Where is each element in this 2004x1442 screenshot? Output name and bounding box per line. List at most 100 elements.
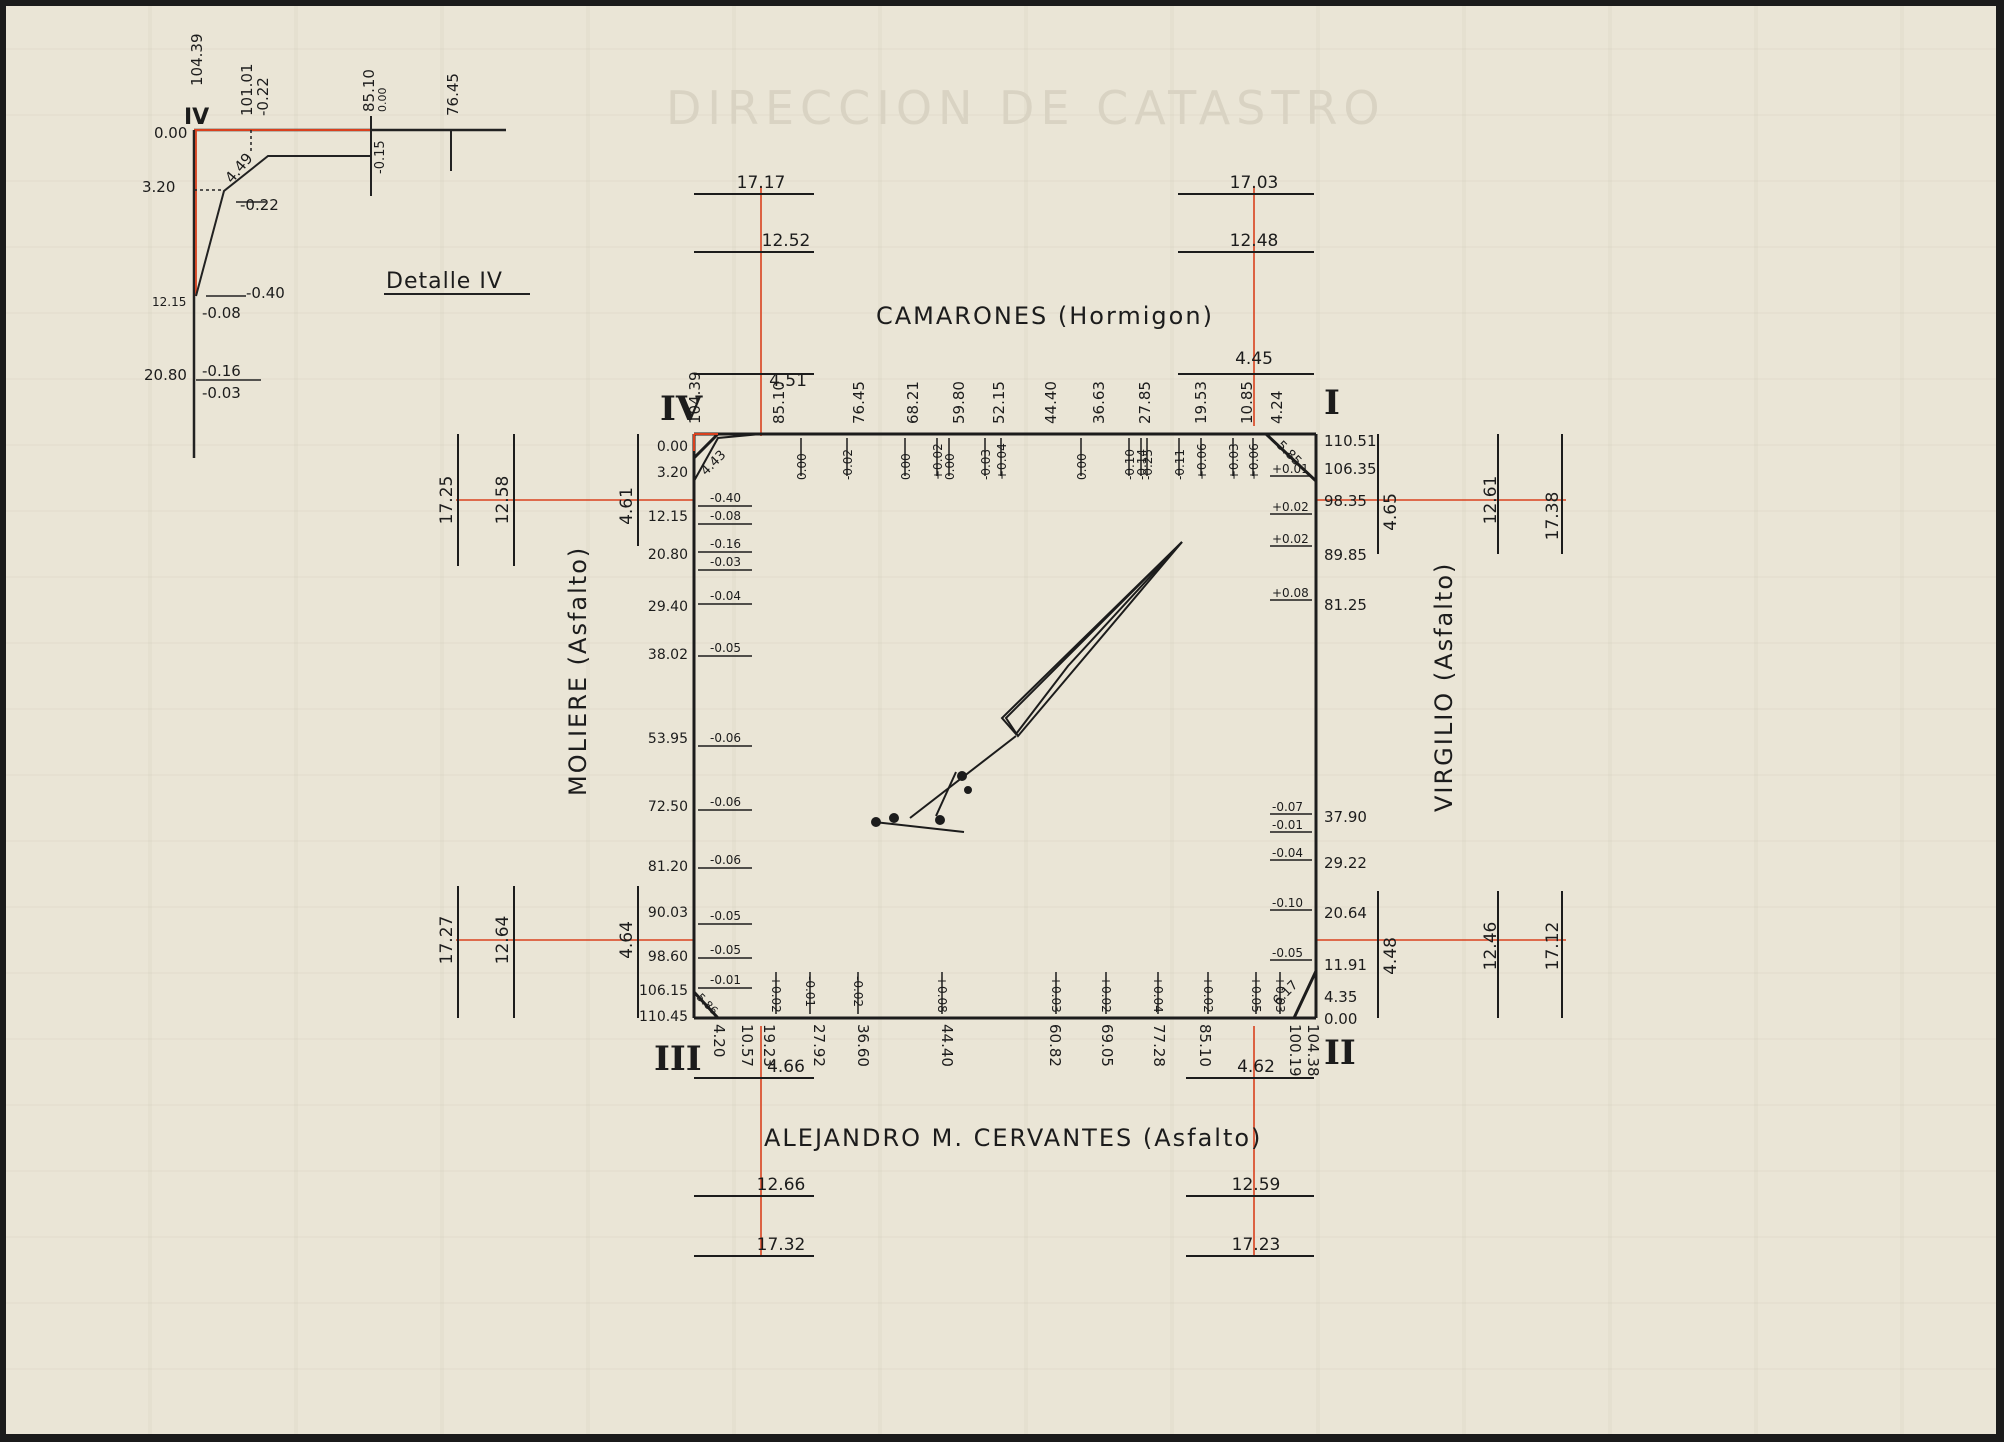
bottom-offset-label: 4.66 (767, 1057, 805, 1077)
top-deviation-label: +0.03 (1227, 443, 1241, 480)
right-deviation-label: +0.02 (1272, 500, 1309, 514)
right-deviation-label: -0.01 (1272, 818, 1303, 832)
bottom-deviation-label: +0.02 (1099, 976, 1113, 1013)
right-offset-label: 17.38 (1543, 492, 1563, 541)
top-offset-bars (694, 193, 1314, 375)
top-deviation-label: 0.00 (1075, 453, 1089, 480)
top-distance-label: 27.85 (1136, 381, 1154, 424)
top-offset-label: 4.45 (1235, 349, 1273, 369)
left-distance-label: 29.40 (648, 599, 688, 615)
left-deviation-label: -0.05 (710, 909, 741, 923)
left-offset-label: 17.25 (437, 476, 457, 525)
bottom-distance-label: 77.28 (1150, 1024, 1168, 1067)
left-deviation-label: -0.05 (710, 943, 741, 957)
detail-label: -0.03 (202, 384, 241, 402)
right-distance-label: 98.35 (1324, 492, 1367, 510)
street-moliere: MOLIERE (Asfalto) (564, 546, 592, 796)
detail-title: Detalle IV (386, 269, 503, 294)
right-offset-label: 12.61 (1481, 476, 1501, 525)
left-deviation-label: -0.16 (710, 537, 741, 551)
street-cervantes: ALEJANDRO M. CERVANTES (Asfalto) (764, 1124, 1262, 1152)
detail-label: -0.22 (254, 77, 272, 116)
right-deviation-label: -0.10 (1272, 896, 1303, 910)
left-distance-label: 0.00 (657, 439, 688, 455)
top-offset-label: 4.51 (769, 371, 807, 391)
top-deviation-label: +0.02 (931, 443, 945, 480)
right-offset-bars (1377, 434, 1563, 1018)
bottom-deviation-label: +0.08 (935, 976, 949, 1013)
detail-label: 0.00 (154, 124, 187, 142)
bottom-offset-bars (694, 1077, 1314, 1257)
detail-label: 101.01 (238, 64, 256, 117)
left-deviation-label: -0.06 (710, 853, 741, 867)
survey-drawing: DIRECCION DE CATASTRO IV 0.00 104.39 101… (142, 34, 1566, 1257)
top-deviation-label: -0.03 (979, 449, 993, 480)
top-edge-measurements: 104.39 85.10 76.45 68.21 59.80 52.15 44.40 36.6… (686, 372, 1286, 481)
left-offset-label: 4.64 (617, 921, 637, 959)
detail-label: -0.40 (246, 284, 285, 302)
top-distance-label: 68.21 (904, 381, 922, 424)
bottom-distance-label: 44.40 (938, 1024, 956, 1067)
detail-label: 3.20 (142, 178, 175, 196)
top-distance-label: 76.45 (850, 381, 868, 424)
left-deviation-label: -0.08 (710, 509, 741, 523)
right-distance-label: 29.22 (1324, 854, 1367, 872)
left-distance-label: 12.15 (648, 509, 688, 525)
bottom-distance-label: 4.20 (710, 1024, 728, 1057)
left-distance-label: 98.60 (648, 949, 688, 965)
top-distance-label: 10.85 (1238, 381, 1256, 424)
street-camarones: CAMARONES (Hormigon) (876, 302, 1214, 330)
left-distance-label: 106.15 (639, 983, 688, 999)
bottom-deviation-label: +0.03 (1273, 976, 1287, 1013)
bottom-distance-label: 36.60 (854, 1024, 872, 1067)
detail-label: 0.00 (376, 88, 389, 113)
corner-roman-se: II (1324, 1033, 1356, 1073)
left-deviation-label: -0.04 (710, 589, 741, 603)
detail-roman: IV (184, 105, 209, 130)
left-offset-label: 4.61 (617, 487, 637, 525)
top-distance-label: 59.80 (950, 381, 968, 424)
bottom-distance-label: 69.05 (1098, 1024, 1116, 1067)
bottom-distance-label: 19.23 (760, 1024, 778, 1067)
detail-label: 76.45 (444, 73, 462, 116)
left-deviation-label: -0.05 (710, 641, 741, 655)
detail-label: 85.10 (360, 69, 378, 112)
top-offset-label: 17.03 (1230, 173, 1279, 193)
left-offset-label: 12.64 (493, 916, 513, 965)
left-distance-label: 3.20 (657, 465, 688, 481)
left-deviation-label: -0.01 (710, 973, 741, 987)
chamfer-label: 5.86 (694, 991, 721, 1018)
bottom-deviation-label: +0.02 (769, 976, 783, 1013)
bottom-distance-label: 100.19 (1286, 1024, 1304, 1077)
detail-iv: IV 0.00 104.39 101.01 -0.22 85.10 0.00 7… (142, 34, 530, 458)
top-distance-label: 52.15 (990, 381, 1008, 424)
street-virgilio: VIRGILIO (Asfalto) (1430, 562, 1458, 812)
top-distance-label: 36.63 (1090, 381, 1108, 424)
top-distance-label: 44.40 (1042, 381, 1060, 424)
right-offset-label: 12.46 (1481, 922, 1501, 971)
top-deviation-label: 0.00 (899, 453, 913, 480)
right-offset-label: 4.65 (1381, 493, 1401, 531)
bottom-offset-label: 12.66 (757, 1175, 806, 1195)
right-deviation-label: -0.04 (1272, 846, 1303, 860)
bottom-deviation-label: -0.02 (851, 976, 865, 1007)
chamfer-label: 4.43 (698, 448, 729, 479)
left-distance-label: 90.03 (648, 905, 688, 921)
right-distance-label: 0.00 (1324, 1010, 1357, 1028)
top-deviation-label: -0.10 (1123, 449, 1137, 480)
top-distance-label: 104.39 (686, 372, 704, 425)
right-deviation-label: +0.08 (1272, 586, 1309, 600)
right-distance-label: 81.25 (1324, 596, 1367, 614)
top-distance-label: 85.10 (770, 381, 788, 424)
left-distance-label: 81.20 (648, 859, 688, 875)
left-deviation-label: -0.03 (710, 555, 741, 569)
top-deviation-label: -0.14 (1135, 449, 1149, 480)
bottom-deviation-label: -0.01 (803, 976, 817, 1007)
left-deviation-label: -0.06 (710, 795, 741, 809)
bottom-deviation-label: +0.04 (1151, 976, 1165, 1013)
left-distance-label: 110.45 (639, 1009, 688, 1025)
top-distance-label: 4.24 (1268, 391, 1286, 424)
right-distance-label: 4.35 (1324, 988, 1357, 1006)
bottom-offset-label: 17.32 (757, 1235, 806, 1255)
bottom-distance-label: 104.38 (1304, 1024, 1322, 1077)
